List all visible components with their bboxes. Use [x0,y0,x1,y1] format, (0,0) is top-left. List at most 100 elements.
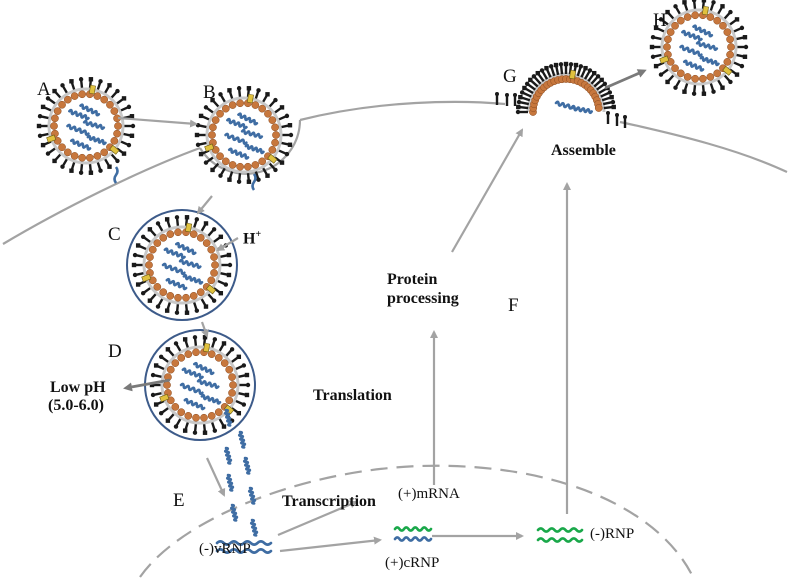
matrix-protein [229,381,237,389]
m2-ion-channel [141,273,152,283]
virion-g-budding [495,61,627,128]
matrix-protein [676,16,685,25]
spike-head [691,0,697,3]
spike-head [691,91,697,96]
m2-ion-channel [206,284,217,295]
spike-head [742,54,748,59]
spike-head [223,282,229,287]
spike-head [273,97,278,103]
spike-head [135,243,141,248]
spike-head [515,109,521,115]
vrnp-nucleus-pair [215,540,273,554]
viral-envelope [205,96,283,174]
matrix-protein [177,353,186,362]
spike-head [192,335,198,340]
vrnp-segment [681,29,703,42]
surface-spike [722,73,731,82]
matrix-protein [209,123,217,132]
surface-spike [279,124,290,129]
spike-head [531,74,537,79]
matrix-protein [177,408,186,417]
matrix-protein [63,148,72,157]
vrnp-segment [179,382,204,396]
spike-head [218,234,224,239]
matrix-protein [210,269,218,277]
arrow-a-to-b [117,116,198,128]
spike-head [623,115,627,119]
spike-head [516,104,521,110]
spike-head [606,111,610,115]
spike-head [194,308,200,313]
matrix-protein [184,350,193,358]
spike-head [711,89,716,94]
surface-spike [277,115,287,122]
matrix-protein [110,137,119,145]
matrix-protein [723,28,732,36]
spike-head [203,304,209,309]
matrix-protein [225,396,234,405]
spike-head [595,74,601,79]
vrnp-segment [178,258,202,270]
virion-g-shell [515,61,616,116]
step-label-a: A [37,79,51,100]
spike-head [121,151,127,156]
vrnp-segment [699,55,720,67]
surface-spike [522,91,532,98]
surface-spike [550,66,556,77]
spike-head [615,113,619,117]
spike-head [88,77,94,82]
matrix-protein [671,64,679,73]
spike-head [212,428,218,433]
matrix-protein [258,157,267,166]
virion-a [36,77,136,175]
arrow-h-plus-in [216,237,239,252]
spike-head [279,105,285,110]
matrix-protein [93,152,102,160]
matrix-protein [100,148,109,157]
matrix-protein [86,153,94,162]
surface-spike [157,223,165,233]
spike-head [210,97,215,103]
vrnp-segment [247,486,257,505]
m2-ion-channel [722,65,733,76]
vrnp-segment [237,430,247,449]
spike-head [720,85,725,90]
vrnp-segment [682,59,705,72]
surface-spike [541,70,549,80]
spike-head [173,341,179,346]
surface-spike [603,105,613,110]
vrnp-segment [226,117,248,130]
spike-head [115,158,120,164]
matrix-protein [272,131,280,139]
spike-head [158,411,164,416]
rnp-strand [536,537,584,543]
protein-processing-line2: processing [387,290,459,307]
spike-head [553,62,559,68]
spike-head [650,35,656,40]
spike-head [522,85,527,91]
viral-envelope [660,8,738,86]
vrnp-segment [227,147,250,160]
spike-head [203,160,209,165]
spike-head [701,91,707,96]
spike-head [742,35,748,40]
surface-spike [519,105,529,110]
step-label-f: F [508,295,519,316]
step-label-d: D [108,341,122,362]
spike-head [221,424,227,429]
matrix-protein [159,288,168,297]
spike-head [140,291,146,296]
vrnp-segment [196,378,220,390]
spike-head [52,88,57,94]
matrix-protein [171,403,180,411]
spike-head [69,79,74,84]
spike-head [98,168,103,173]
spike-head [607,90,613,95]
surface-spike [166,219,172,230]
matrix-protein [189,230,198,238]
spike-head [734,17,740,22]
spike-head [69,168,74,173]
spike-head [182,337,188,342]
spike-head [195,142,201,147]
matrix-protein [268,146,277,154]
